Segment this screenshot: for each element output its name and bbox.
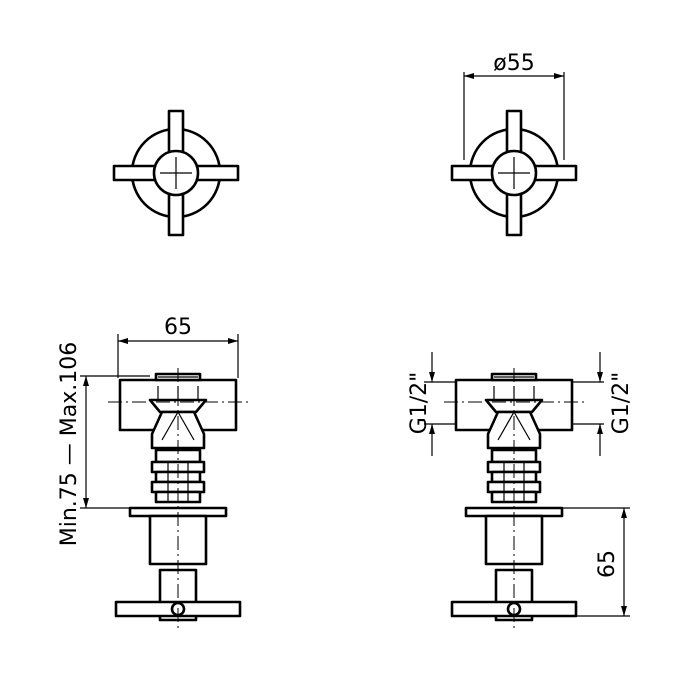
- thread-right-arrow-bottom: [597, 424, 603, 434]
- top-view-left: [112, 109, 240, 237]
- right-cone-line-1: [497, 411, 515, 441]
- diameter-arrow-right: [554, 73, 564, 79]
- side-view-right: G1/2" G1/2" 65: [407, 352, 634, 630]
- depth-arrow-bottom: [83, 498, 89, 508]
- top-view-right: ø55: [450, 51, 578, 237]
- diameter-arrow-left: [464, 73, 474, 79]
- thread-left-label: G1/2": [407, 372, 432, 435]
- width-arrow-left: [118, 338, 128, 344]
- left-cone-line-2: [177, 411, 195, 441]
- thread-right-label: G1/2": [609, 372, 634, 435]
- thread-left-arrow-top: [429, 372, 435, 382]
- right-cone-line-2: [513, 411, 531, 441]
- side-view-left: 65: [57, 315, 248, 630]
- width-arrow-right: [228, 338, 238, 344]
- left-cone-line-1: [161, 411, 179, 441]
- plate-depth-label: 65: [595, 550, 620, 578]
- depth-arrow-top: [83, 376, 89, 386]
- thread-left-arrow-bottom: [429, 424, 435, 434]
- thread-right-arrow-top: [597, 372, 603, 382]
- diameter-label: ø55: [493, 51, 534, 76]
- depth-label: Min.75 — Max.106: [57, 342, 82, 546]
- width-label: 65: [164, 315, 192, 340]
- plate-arrow-bottom: [621, 606, 627, 616]
- plate-arrow-top: [621, 508, 627, 518]
